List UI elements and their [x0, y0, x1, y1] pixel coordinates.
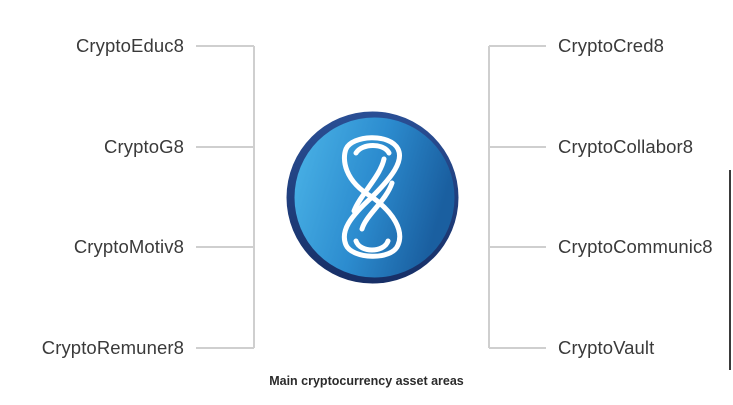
left-label-2: CryptoG8 [104, 136, 184, 157]
edge-divider [729, 170, 731, 370]
right-label-2: CryptoCollabor8 [558, 136, 694, 157]
right-label-1: CryptoCred8 [558, 35, 664, 56]
diagram-caption: Main cryptocurrency asset areas [269, 374, 464, 388]
left-label-4: CryptoRemuner8 [41, 337, 184, 358]
left-label-1: CryptoEduc8 [75, 35, 184, 56]
right-label-4: CryptoVault [558, 337, 655, 358]
left-label-3: CryptoMotiv8 [73, 236, 184, 257]
right-label-3: CryptoCommunic8 [558, 236, 713, 257]
figure-eight-logo-icon [286, 111, 459, 284]
